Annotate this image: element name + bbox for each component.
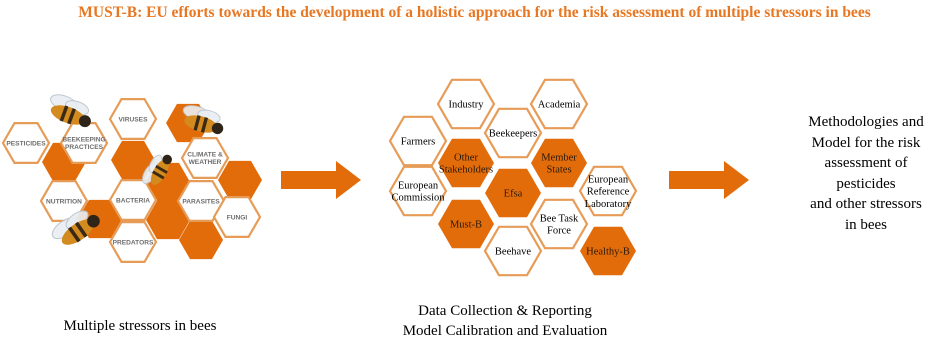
right-arrow-icon xyxy=(669,161,749,199)
filled-hexagon xyxy=(179,220,223,260)
stressor-label: CLIMATE &WEATHER xyxy=(187,152,223,167)
stressor-hexagon xyxy=(108,97,158,140)
stakeholder-label: Academia xyxy=(538,100,581,111)
stressor-label: VIRUSES xyxy=(119,116,149,123)
bee-icon xyxy=(182,105,224,135)
stakeholder-label: Must-B xyxy=(450,220,482,231)
outcome-line: in bees xyxy=(844,216,888,233)
diagram-title: MUST-B: EU efforts towards the developme… xyxy=(78,4,871,21)
core-partner-hexagon xyxy=(580,226,636,276)
bee-icon xyxy=(51,210,100,245)
core-partner-hexagon xyxy=(438,138,494,188)
stakeholder-label: Farmers xyxy=(401,137,435,148)
core-partner-hexagon xyxy=(438,199,494,249)
middle-caption: Data Collection & Reporting Model Calibr… xyxy=(360,301,650,341)
stakeholder-label: Efsa xyxy=(504,189,523,200)
stakeholder-hexagon xyxy=(436,78,496,130)
stakeholder-label: Beekeepers xyxy=(489,129,537,140)
stressor-hexagon xyxy=(176,180,226,222)
stressor-hexagon xyxy=(212,196,262,238)
bee-icon xyxy=(142,154,173,185)
stressor-hexagon xyxy=(108,221,158,263)
stakeholder-hexagon xyxy=(483,107,543,159)
stakeholder-label: Healthy-B xyxy=(586,247,630,258)
stakeholder-hexagon xyxy=(388,165,448,217)
stressor-label: FUNGI xyxy=(227,214,248,221)
core-partner-hexagon xyxy=(485,168,541,218)
core-partner-hexagon xyxy=(531,138,587,188)
stakeholder-hexagon xyxy=(529,78,589,130)
stressor-label: BACTERIA xyxy=(116,197,150,204)
bee-illustrations xyxy=(50,94,224,245)
outcome-line: pesticides xyxy=(836,175,896,192)
stakeholder-label: Industry xyxy=(449,100,485,111)
stressor-hexagon xyxy=(59,121,109,164)
stakeholder-hexagon xyxy=(529,198,589,250)
bee-icon xyxy=(50,94,91,128)
outcome-line: and other stressors xyxy=(810,196,922,212)
stressor-hexagon xyxy=(180,137,230,179)
stressor-label: PREDATORS xyxy=(113,239,154,246)
stakeholder-hexagon xyxy=(578,165,638,217)
middle-caption-line2: Model Calibration and Evaluation xyxy=(402,323,608,339)
outcome-line: Model for the risk xyxy=(811,134,921,151)
stressor-label: NUTRITION xyxy=(46,198,82,205)
stakeholder-hexagon xyxy=(483,225,543,277)
filled-hexagon xyxy=(218,160,262,200)
middle-caption-line1: Data Collection & Reporting xyxy=(418,303,592,319)
stakeholder-hexagon xyxy=(388,115,448,167)
stressor-hexagon xyxy=(1,121,51,164)
outcome-line: assessment of xyxy=(824,155,908,171)
stressor-label: PESTICIDES xyxy=(6,140,46,147)
outcome-text: Methodologies and Model for the risk ass… xyxy=(786,112,946,235)
filled-hexagon xyxy=(146,200,190,240)
stakeholder-label: Beehave xyxy=(495,247,531,258)
flow-arrows xyxy=(281,161,749,199)
left-caption: Multiple stressors in bees xyxy=(63,318,217,334)
right-arrow-icon xyxy=(281,161,361,199)
outcome-line: Methodologies and xyxy=(808,114,924,130)
filled-hexagon xyxy=(111,140,155,180)
stressor-label: PARASITES xyxy=(182,198,220,205)
